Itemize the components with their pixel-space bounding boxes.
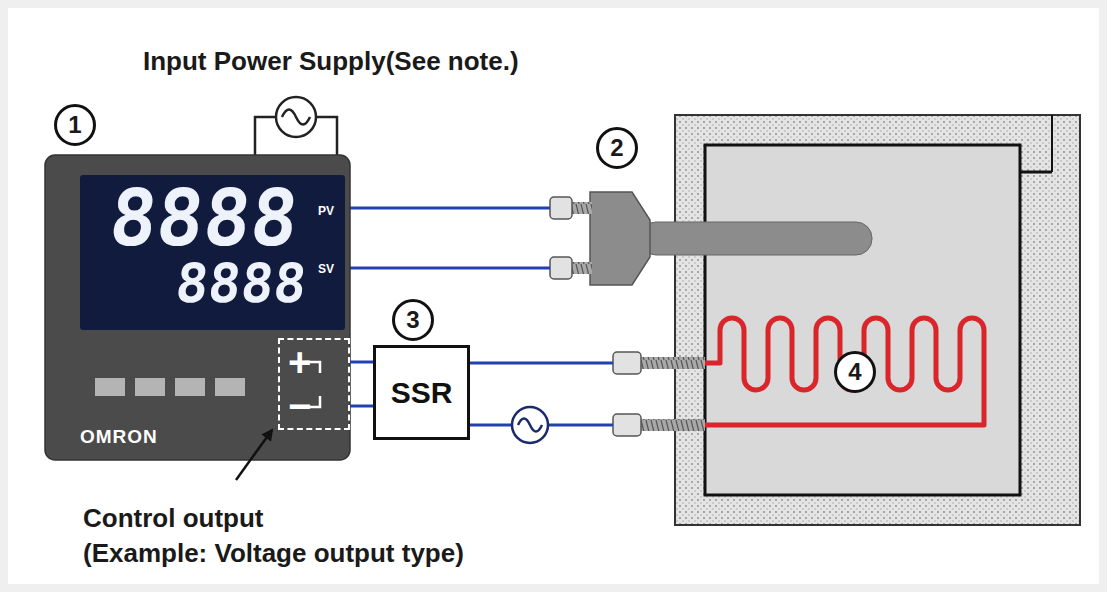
callout-number: 1 xyxy=(54,104,96,146)
callout-number: 3 xyxy=(392,299,434,341)
output-caption: Control output xyxy=(83,503,264,534)
sv-display: 8888 xyxy=(173,257,309,311)
ac-wave xyxy=(518,419,542,432)
sensor-wire xyxy=(350,267,550,270)
heater-wire xyxy=(470,362,613,365)
display-panel: 88888888 PV SV xyxy=(80,175,345,330)
key-button xyxy=(215,378,245,396)
sensor-thread xyxy=(570,202,592,214)
output-caption: (Example: Voltage output type) xyxy=(83,538,464,569)
pv-display: 8888 xyxy=(106,179,302,257)
minus-terminal: − xyxy=(288,386,311,426)
control-output-terminal: +− xyxy=(278,338,350,430)
sensor-head xyxy=(590,192,650,285)
heater-element xyxy=(700,318,984,425)
sv-tag: SV xyxy=(318,263,334,275)
ac-wave xyxy=(282,110,310,125)
heater-terminal xyxy=(613,414,641,436)
ac-source-symbol xyxy=(512,407,548,443)
ssr-label: SSR xyxy=(391,378,453,408)
sensor-thread xyxy=(570,262,592,274)
callout-number: 2 xyxy=(596,127,638,169)
sensor-terminal xyxy=(550,257,572,279)
key-button xyxy=(135,378,165,396)
heater-rod xyxy=(640,357,705,369)
controller-body xyxy=(45,155,350,460)
pv-tag: PV xyxy=(318,205,334,217)
control-wire xyxy=(350,361,373,364)
leader-arrow xyxy=(236,430,272,480)
sensor-terminal xyxy=(550,197,572,219)
page-ground xyxy=(8,8,1099,584)
furnace-lid-edge xyxy=(1051,115,1053,172)
heater-rod xyxy=(640,419,705,431)
sensor-probe xyxy=(640,222,872,255)
furnace-lid-line xyxy=(1020,171,1052,174)
solid-state-relay: SSR xyxy=(373,345,470,440)
callout-number: 4 xyxy=(834,351,876,393)
temperature-controller: 88888888 PV SV +− OMRON xyxy=(45,155,350,460)
heater-terminal xyxy=(613,352,641,374)
control-wire xyxy=(350,405,373,408)
key-button xyxy=(175,378,205,396)
brand-name: OMRON xyxy=(80,427,158,446)
furnace-insulation xyxy=(675,115,1080,525)
plus-terminal: + xyxy=(288,342,311,382)
sensor-wire xyxy=(350,207,550,210)
power-supply-title: Input Power Supply(See note.) xyxy=(143,46,519,77)
ac-source-symbol xyxy=(276,97,316,137)
key-button xyxy=(95,378,125,396)
